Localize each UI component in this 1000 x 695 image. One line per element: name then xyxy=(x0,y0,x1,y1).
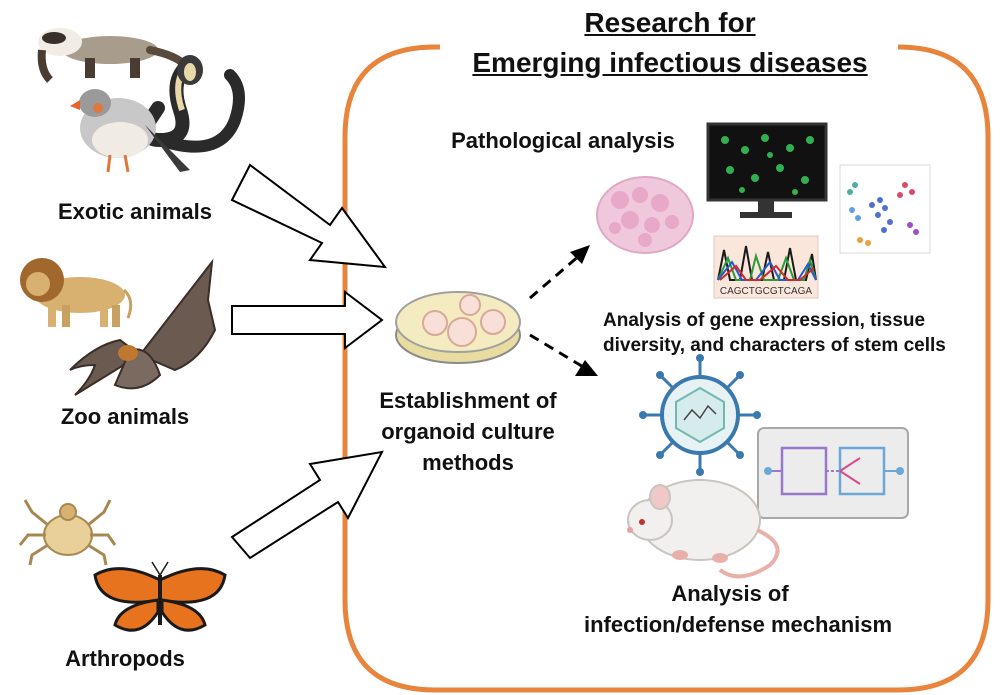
center-label-line3: methods xyxy=(422,450,514,475)
snake-icon xyxy=(139,55,245,153)
source-label-zoo: Zoo animals xyxy=(60,404,190,429)
page-title-line2: Emerging infectious diseases xyxy=(472,47,868,78)
dashed-arrow-to-infection xyxy=(529,333,598,376)
organ-on-chip-icon xyxy=(757,427,909,519)
lion-icon xyxy=(20,258,133,327)
ferret-icon xyxy=(37,28,189,83)
cluster-plot-icon xyxy=(839,164,931,254)
virus-icon xyxy=(639,354,761,476)
pathology-detail-line2: diversity, and characters of stem cells xyxy=(603,335,946,356)
page-title-line1: Research for xyxy=(584,7,756,38)
arrow-exotic-to-organoid xyxy=(230,163,388,269)
butterfly-icon xyxy=(93,561,227,632)
arrow-arthropods-to-organoid xyxy=(230,450,384,560)
petri-dish-icon xyxy=(395,291,521,364)
pathology-detail-line1: Analysis of gene expression, tissue xyxy=(603,310,926,331)
dashed-arrow-to-pathology xyxy=(529,245,590,300)
microscope-monitor-icon xyxy=(706,122,828,218)
pathology-title: Pathological analysis xyxy=(451,128,675,153)
bat-icon xyxy=(69,258,217,396)
center-label-line1: Establishment of xyxy=(379,388,557,413)
center-label-line2: organoid culture xyxy=(381,419,555,444)
source-label-arthropods: Arthropods xyxy=(65,646,185,671)
tick-icon xyxy=(18,499,117,566)
tissue-section-icon xyxy=(596,176,694,254)
source-label-exotic: Exotic animals xyxy=(57,199,213,224)
infection-title-line2: infection/defense mechanism xyxy=(583,612,893,637)
infection-title-line1: Analysis of xyxy=(671,581,789,606)
arrow-zoo-to-organoid xyxy=(231,289,384,351)
dna-sequence-chromatogram-icon: CAGCTGCGTCAGA xyxy=(713,235,819,299)
finch-icon xyxy=(70,89,190,173)
sequence-text: CAGCTGCGTCAGA xyxy=(720,286,813,297)
mouse-icon xyxy=(627,479,780,579)
research-frame xyxy=(342,44,991,693)
